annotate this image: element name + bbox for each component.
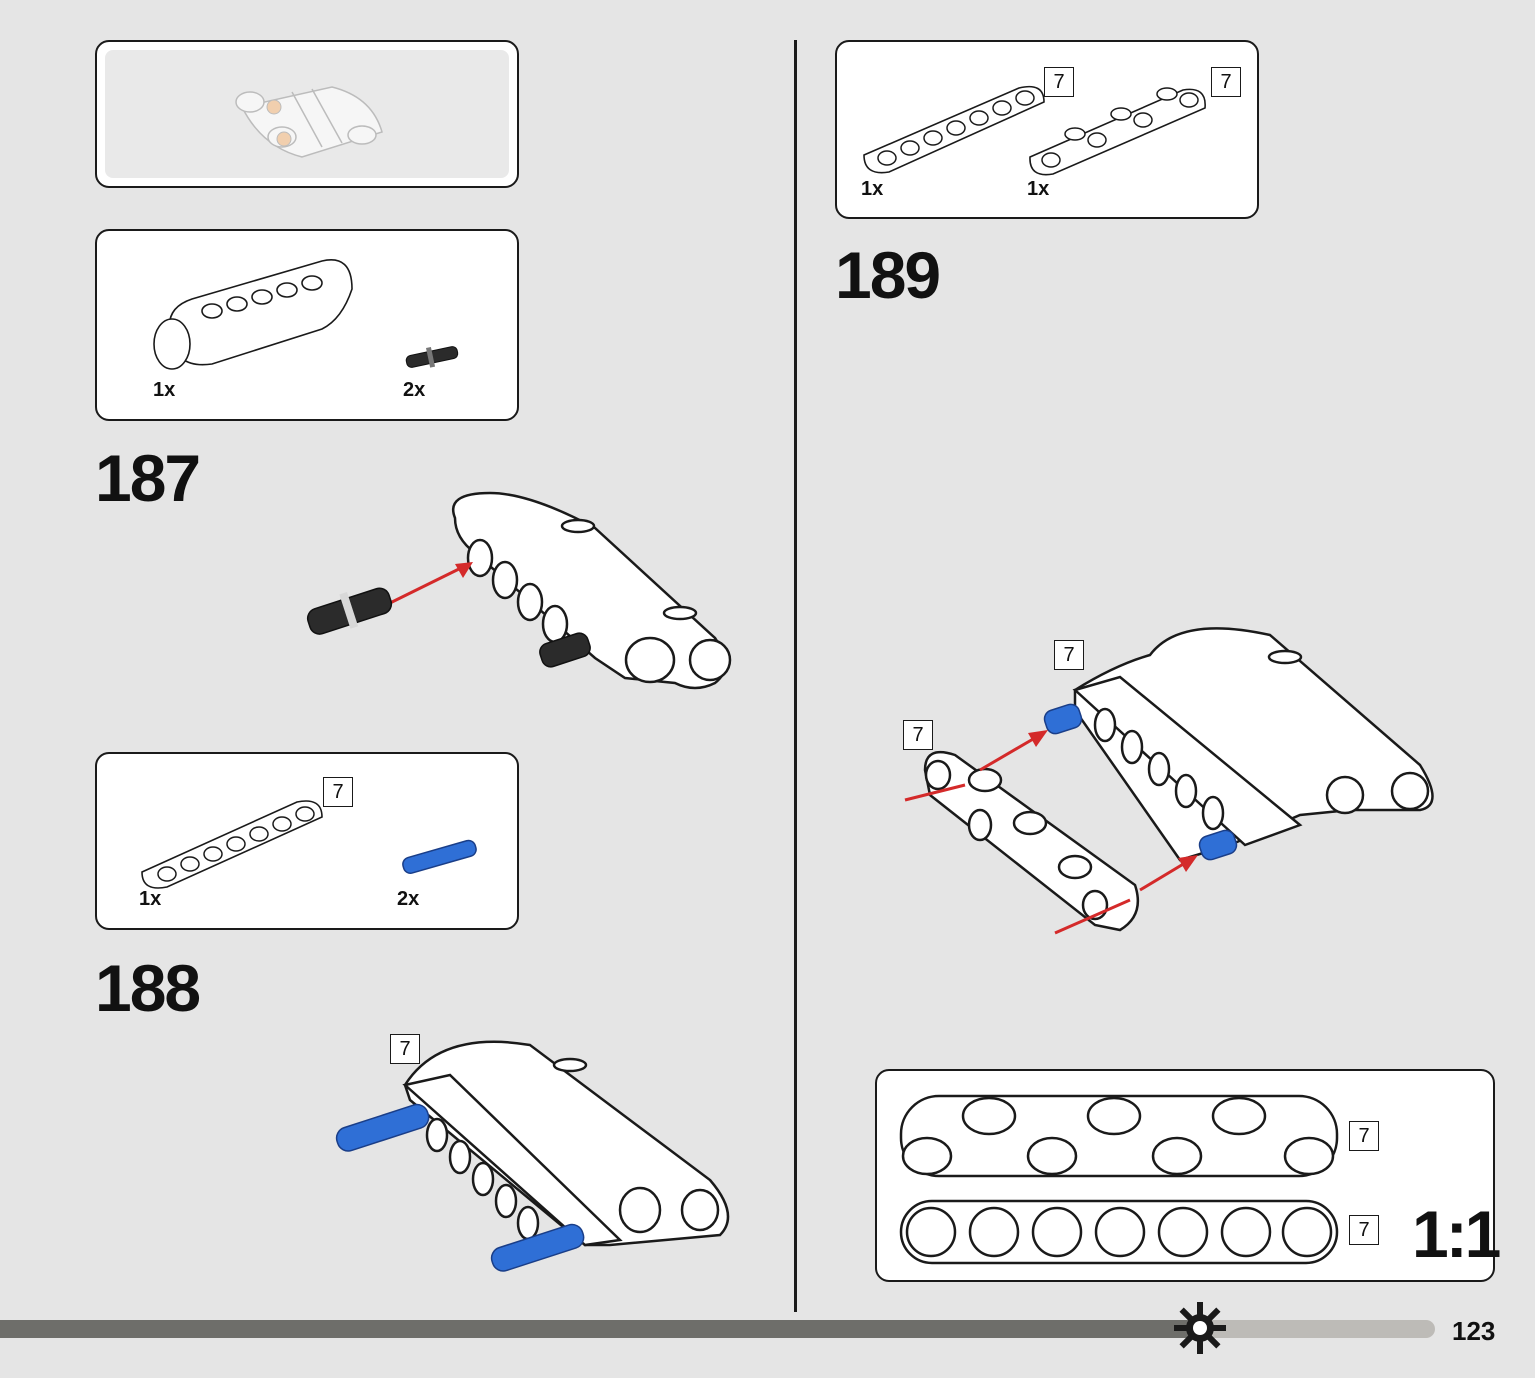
beam-length-tag: 7	[1044, 67, 1074, 97]
beam-length-tag: 7	[323, 777, 353, 807]
step-189-assembly-image	[904, 627, 1434, 935]
step-187-parts-list: 1x 2x	[95, 229, 519, 421]
part-qty: 1x	[1027, 178, 1050, 200]
thick-beam-7-part-icon	[1029, 87, 1206, 176]
progress-bar-filled	[0, 1320, 1200, 1338]
part-qty: 2x	[403, 379, 426, 401]
part-qty: 1x	[153, 379, 176, 401]
page-number: 123	[1452, 1316, 1496, 1346]
beam-length-tag: 7	[1349, 1121, 1379, 1151]
beam-length-tag: 7	[1054, 640, 1084, 670]
step-188-parts-list: 7 1x 2x	[95, 752, 519, 930]
step-187-assembly-image	[306, 491, 732, 690]
beam-length-tag: 7	[903, 720, 933, 750]
step-number: 187	[95, 441, 201, 515]
beam-length-tag: 7	[1211, 67, 1241, 97]
subassembly-model-image	[235, 86, 383, 158]
part-qty: 1x	[139, 888, 162, 910]
part-qty: 1x	[861, 178, 884, 200]
step-number: 189	[835, 238, 941, 312]
thin-beam-ruler-image	[899, 1199, 1339, 1265]
scale-ruler-panel: 7 7 1:1	[875, 1069, 1501, 1282]
subassembly-panel	[95, 40, 519, 188]
column-divider	[794, 40, 797, 1312]
beam-length-tag: 7	[1349, 1215, 1379, 1245]
blue-pin-part-icon	[402, 839, 477, 874]
part-qty: 2x	[397, 888, 420, 910]
step-189-parts-list: 7 7 1x 1x	[835, 40, 1259, 219]
scale-label: 1:1	[1412, 1197, 1501, 1271]
black-pin-part-icon	[405, 346, 459, 368]
panel-part-icon	[153, 259, 353, 370]
step-188-assembly-image	[335, 1040, 730, 1272]
thick-beam-ruler-image	[899, 1094, 1339, 1178]
sun-gear-icon	[1174, 1302, 1226, 1354]
beam-7-part-icon	[863, 85, 1045, 174]
beam-7-part-icon	[141, 800, 323, 889]
beam-length-tag: 7	[390, 1034, 420, 1064]
progress-bar-remaining	[1200, 1320, 1435, 1338]
step-number: 188	[95, 951, 201, 1025]
